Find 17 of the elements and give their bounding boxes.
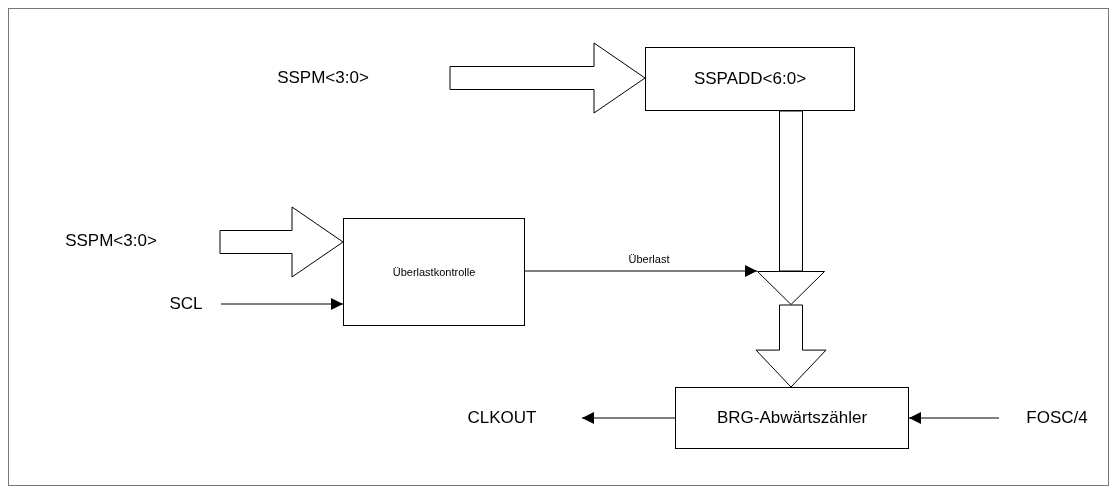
bus-arrow xyxy=(779,110,803,272)
bus-arrow xyxy=(219,206,344,278)
signal-arrow xyxy=(581,412,676,424)
signal-arrow xyxy=(524,265,758,277)
block-box: Überlastkontrolle xyxy=(343,218,525,326)
signal-label: CLKOUT xyxy=(456,406,548,430)
signal-label: SCL xyxy=(163,292,209,316)
edge-label: Überlast xyxy=(626,253,672,265)
signal-label: SSPM<3:0> xyxy=(262,66,384,90)
signal-label: FOSC/4 xyxy=(1017,406,1097,430)
block-box: BRG-Abwärtszähler xyxy=(675,387,909,449)
signal-arrow xyxy=(908,412,1000,424)
bus-arrow xyxy=(755,304,827,388)
bus-arrow xyxy=(449,42,646,114)
signal-label: SSPM<3:0> xyxy=(50,229,172,253)
signal-arrow xyxy=(220,298,344,310)
block-box: SSPADD<6:0> xyxy=(645,47,855,111)
